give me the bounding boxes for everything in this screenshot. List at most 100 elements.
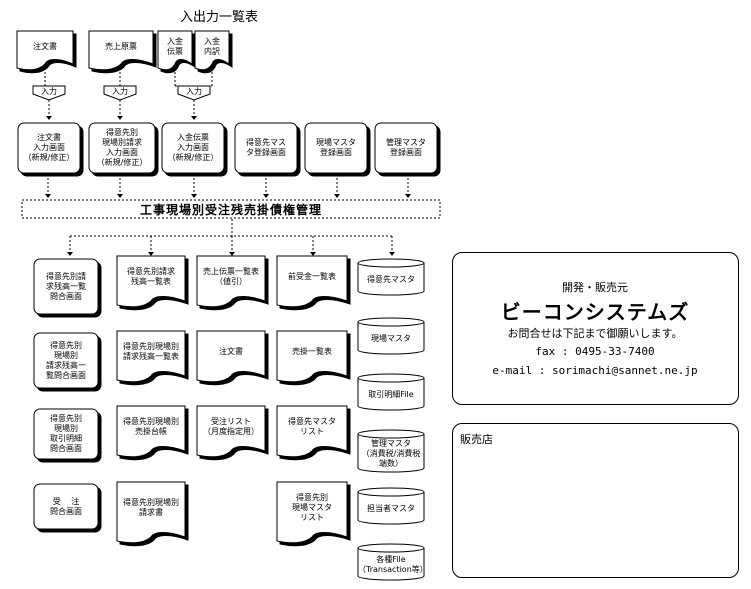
- input-step-label: 入力: [41, 87, 57, 96]
- report-invoice: 得意先別現場別 請求書: [123, 498, 179, 517]
- screen-shape: [33, 483, 99, 530]
- input-step-shape: [103, 85, 137, 101]
- arrow-head: [46, 116, 52, 120]
- input-step-label: 入力: [112, 87, 128, 96]
- screen-shape: [234, 122, 298, 174]
- input-step-shape: [32, 85, 66, 101]
- document-shape: [116, 255, 186, 308]
- document-shape: [196, 330, 266, 383]
- screen-shape: [161, 122, 225, 174]
- input-doc-order: 注文書: [33, 42, 57, 51]
- diagram-title: 入出力一覧表: [180, 10, 259, 25]
- document-shape: [196, 255, 266, 308]
- arrow-head: [191, 194, 197, 198]
- db-staff-master: 担当者マスタ: [367, 504, 415, 513]
- screen-shape: [374, 122, 438, 174]
- screen-payment-entry: 入金伝票 入力画面 （新規/修正）: [167, 133, 219, 162]
- main-process-label: 工事現場別受注残売掛債権管理: [139, 202, 322, 217]
- cylinder-top: [357, 487, 425, 497]
- document-shape: [88, 30, 154, 71]
- input-step-label: 入力: [186, 87, 202, 96]
- screen-shape: [304, 122, 368, 174]
- document-shape: [276, 330, 348, 383]
- screen-order-entry: 注文書 入力画面 （新規/修正）: [23, 133, 75, 162]
- report-billing-balance: 得意先別請求 残高一覧表: [127, 267, 175, 286]
- arrow-head: [45, 194, 51, 198]
- arrow-head: [67, 252, 73, 256]
- db-transaction-file: 取引明細File: [368, 390, 414, 399]
- report-sales-slip-list: 売上伝票一覧表 （値引）: [203, 267, 259, 286]
- cylinder-body: [357, 378, 425, 411]
- cylinder-top: [357, 429, 425, 439]
- input-doc-sales-slip: 売上原票: [105, 42, 137, 51]
- document-shape: [16, 30, 74, 71]
- db-site-master: 現場マスタ: [371, 334, 411, 343]
- cylinder-top: [357, 317, 425, 327]
- document-shape: [276, 481, 348, 544]
- inquiry-screen-orders: 受 注 問合画面: [50, 496, 82, 516]
- arrow-head: [191, 116, 197, 120]
- document-shape: [194, 30, 230, 71]
- screen-shape: [17, 122, 81, 174]
- arrow-head: [117, 194, 123, 198]
- arrow-head: [389, 252, 395, 256]
- document-shape: [116, 330, 186, 383]
- report-order: 注文書: [219, 347, 243, 356]
- document-shape: [116, 481, 186, 544]
- screen-shape: [33, 332, 99, 389]
- vendor-contact-note: お問合せは下記まで御願いします。: [507, 327, 683, 340]
- inquiry-screen-site-balance: 得意先別 現場別 請求残高一 覧問合画面: [46, 340, 86, 380]
- report-customer-master-list: 得意先マスタ リスト: [288, 417, 336, 436]
- vendor-email: e-mail : sorimachi@sannet.ne.jp: [492, 364, 698, 377]
- vendor-panel: [452, 252, 739, 405]
- report-site-master-list: 得意先別 現場マスタ リスト: [292, 493, 332, 522]
- screen-shape: [88, 122, 156, 174]
- db-admin-master-label: 管理マスタ （消費税/消費税端数）: [361, 439, 421, 468]
- dealer-panel: [452, 423, 739, 578]
- input-doc-payment-slip: 入金 伝票: [167, 37, 183, 56]
- arrow-head: [334, 194, 340, 198]
- arrow-head: [310, 252, 316, 256]
- report-site-billing-balance: 得意先別現場別 請求残高一覧表: [123, 342, 179, 361]
- arrow-head: [229, 252, 235, 256]
- report-order-list: 受注リスト （月度指定用）: [203, 417, 259, 436]
- db-admin-master: 管理マスタ （消費税/消費税端数）: [358, 436, 424, 472]
- cylinder-body: [357, 434, 425, 473]
- document-shape: [116, 405, 186, 458]
- screen-customer-master: 得意先マス タ登録画面: [246, 138, 286, 157]
- arrow-head: [405, 194, 411, 198]
- report-receivable-ledger: 得意先別現場別 売掛台帳: [123, 417, 179, 436]
- cylinder-top: [357, 373, 425, 383]
- db-customer-master: 得意先マスタ: [367, 275, 415, 284]
- report-advance-list: 前受金一覧表: [288, 272, 336, 281]
- screen-shape: [33, 408, 99, 460]
- vendor-company-name: ビーコンシステムズ: [500, 300, 690, 324]
- main-process-bar: [21, 199, 441, 219]
- screen-billing-entry: 得意先別 現場別請求 入力画面 （新規/修正）: [96, 128, 148, 167]
- cylinder-top: [357, 543, 425, 553]
- arrow-head: [117, 116, 123, 120]
- cylinder-top: [357, 258, 425, 268]
- input-doc-payment-detail: 入金 内訳: [204, 37, 220, 56]
- document-shape: [157, 30, 193, 71]
- cylinder-body: [357, 263, 425, 296]
- screen-admin-master: 管理マスタ 登録画面: [386, 138, 426, 157]
- screen-site-master: 現場マスタ 登録画面: [316, 138, 356, 157]
- document-shape: [276, 405, 348, 458]
- cylinder-body: [357, 548, 425, 581]
- arrow-head: [263, 194, 269, 198]
- dealer-label: 販売店: [460, 433, 493, 446]
- db-misc-files: 各種File （Transaction等）: [358, 555, 428, 574]
- vendor-label: 開発・販売元: [562, 281, 628, 294]
- screen-shape: [33, 258, 99, 315]
- cylinder-body: [357, 492, 425, 525]
- vendor-fax: fax : 0495-33-7400: [535, 345, 655, 358]
- document-shape: [276, 255, 348, 308]
- inquiry-screen-billing-balance: 得意先別請 求残高一覧 問合画面: [46, 271, 86, 301]
- arrow-head: [148, 252, 154, 256]
- report-receivable-list: 売掛一覧表: [292, 347, 332, 356]
- cylinder-body: [357, 322, 425, 355]
- document-shape: [196, 405, 266, 458]
- inquiry-screen-transactions: 得意先別 現場別 取引明細 問合画面: [50, 414, 82, 453]
